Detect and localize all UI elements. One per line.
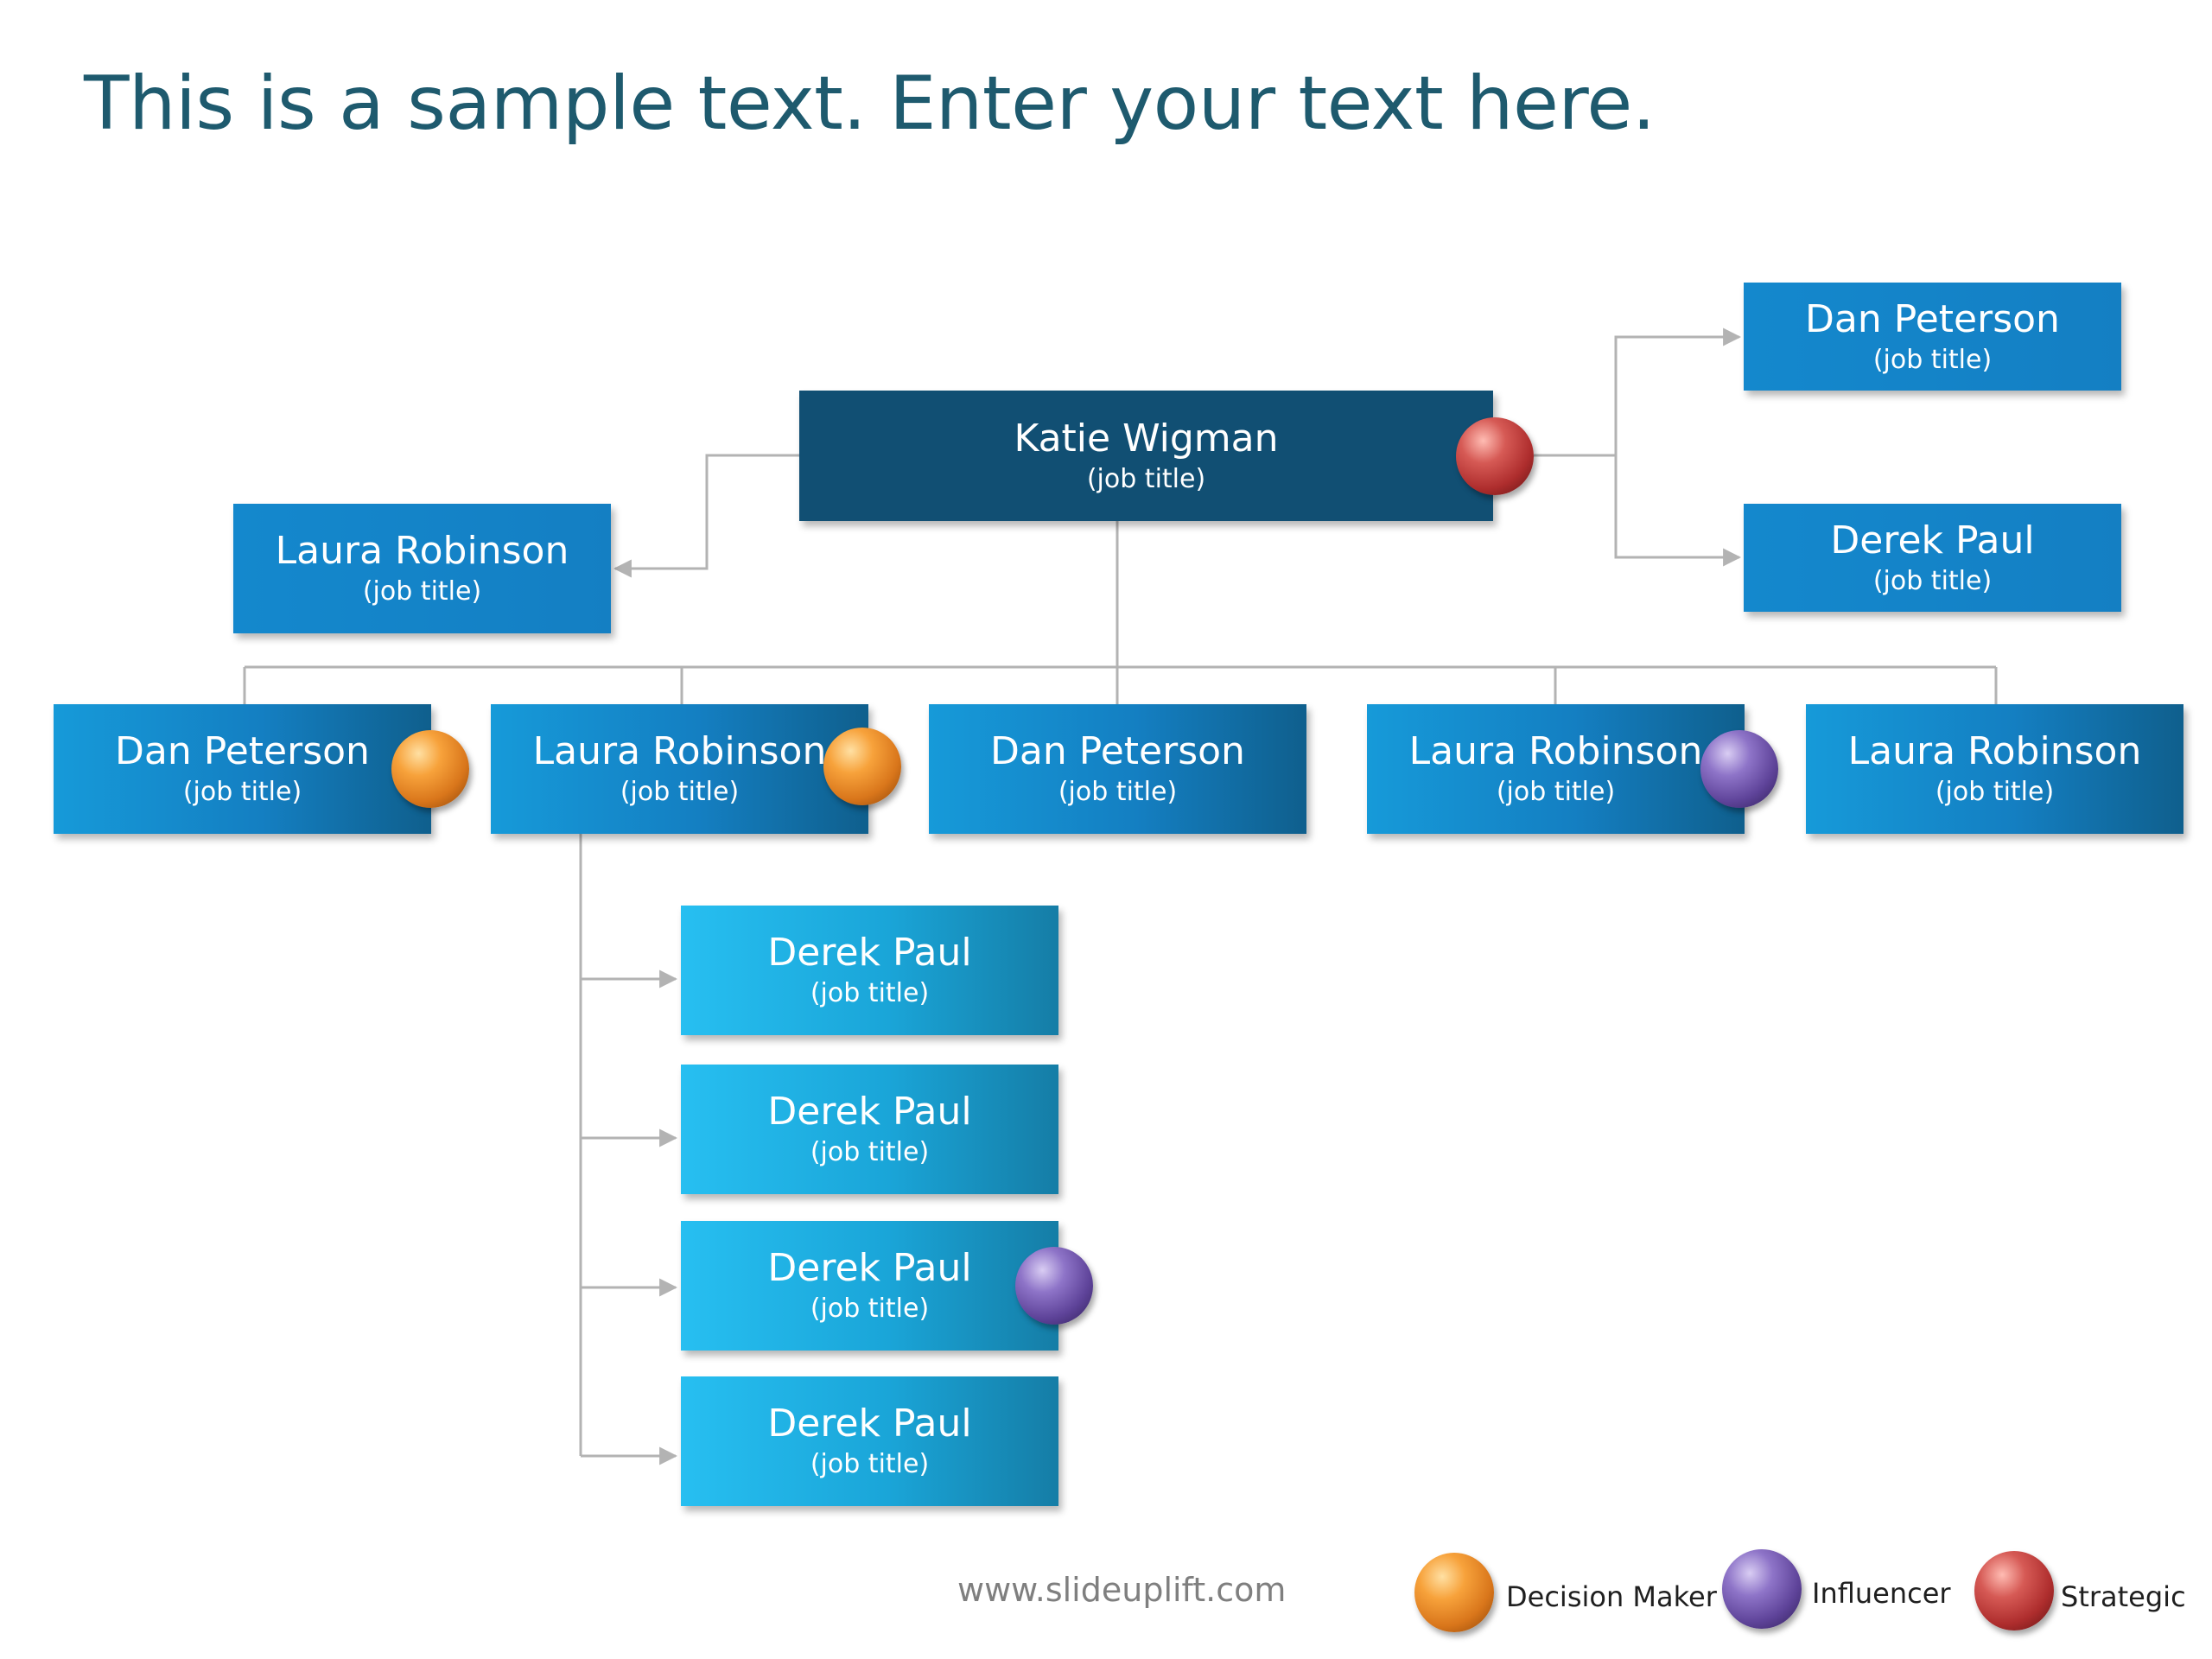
purple-sphere-icon	[1722, 1549, 1802, 1629]
node-name: Laura Robinson	[532, 729, 827, 773]
node-job-title: (job title)	[1086, 463, 1206, 494]
node-job-title: (job title)	[1058, 777, 1178, 807]
red-sphere-icon	[1974, 1551, 2054, 1630]
node-row-1: Laura Robinson (job title)	[491, 704, 868, 834]
node-row-4: Laura Robinson (job title)	[1806, 704, 2183, 834]
node-job-title: (job title)	[620, 777, 740, 807]
node-row-3: Laura Robinson (job title)	[1367, 704, 1745, 834]
purple-sphere-icon	[1015, 1247, 1093, 1325]
node-name: Derek Paul	[767, 1402, 972, 1446]
node-left: Laura Robinson (job title)	[233, 504, 611, 633]
node-name: Dan Peterson	[990, 729, 1245, 773]
node-name: Derek Paul	[1830, 518, 2035, 563]
page-title: This is a sample text. Enter your text h…	[84, 60, 1656, 147]
footer-url: www.slideuplift.com	[957, 1571, 1287, 1609]
node-sub-1: Derek Paul (job title)	[681, 1065, 1058, 1194]
node-job-title: (job title)	[810, 1137, 930, 1167]
node-name: Derek Paul	[767, 931, 972, 975]
legend-label-strategic: Strategic	[2061, 1580, 2186, 1613]
node-sub-2: Derek Paul (job title)	[681, 1221, 1058, 1351]
node-sub-0: Derek Paul (job title)	[681, 906, 1058, 1035]
red-sphere-icon	[1456, 417, 1534, 495]
node-name: Laura Robinson	[275, 529, 569, 573]
node-name: Derek Paul	[767, 1090, 972, 1134]
node-sub-3: Derek Paul (job title)	[681, 1376, 1058, 1506]
node-job-title: (job title)	[1496, 777, 1616, 807]
connector-right1	[1614, 327, 1742, 455]
node-job-title: (job title)	[1872, 565, 1993, 596]
node-name: Laura Robinson	[1847, 729, 2142, 773]
node-job-title: (job title)	[1935, 777, 2055, 807]
node-katie-wigman: Katie Wigman (job title)	[799, 391, 1493, 521]
node-name: Katie Wigman	[1014, 416, 1279, 461]
node-name: Derek Paul	[767, 1246, 972, 1290]
connector-right2	[1614, 455, 1742, 567]
legend-label-influencer: Influencer	[1812, 1577, 1951, 1610]
connector-top-left	[613, 454, 799, 578]
node-job-title: (job title)	[362, 576, 482, 607]
purple-sphere-icon	[1700, 730, 1778, 808]
node-row-0: Dan Peterson (job title)	[54, 704, 431, 834]
node-job-title: (job title)	[1872, 344, 1993, 375]
node-job-title: (job title)	[810, 1449, 930, 1479]
node-job-title: (job title)	[810, 978, 930, 1008]
orange-sphere-icon	[823, 728, 901, 805]
legend-label-decision-maker: Decision Maker	[1506, 1580, 1717, 1613]
node-job-title: (job title)	[182, 777, 302, 807]
node-row-2: Dan Peterson (job title)	[929, 704, 1306, 834]
node-name: Dan Peterson	[1805, 296, 2060, 341]
orange-sphere-icon	[391, 730, 469, 808]
orange-sphere-icon	[1414, 1553, 1494, 1632]
node-name: Laura Robinson	[1408, 729, 1703, 773]
node-name: Dan Peterson	[115, 729, 370, 773]
node-right-2: Derek Paul (job title)	[1744, 504, 2121, 612]
node-job-title: (job title)	[810, 1294, 930, 1324]
node-right-1: Dan Peterson (job title)	[1744, 283, 2121, 391]
